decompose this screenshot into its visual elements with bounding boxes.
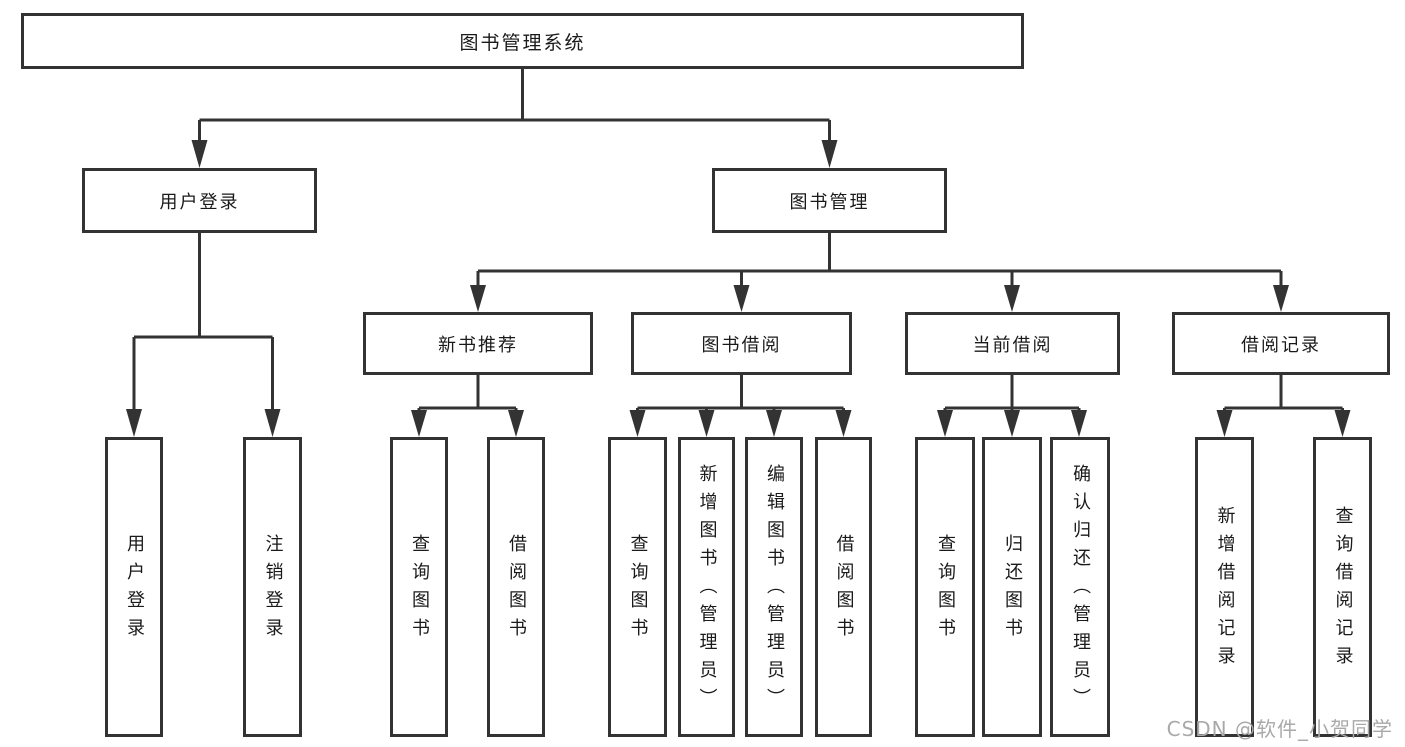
node-user-login: 用户登录: [82, 168, 317, 233]
leaf-newbooks-borrow-book: 借阅图书: [487, 437, 545, 737]
node-root: 图书管理系统: [21, 13, 1024, 69]
leaf-user-login: 用户登录: [105, 437, 163, 737]
node-book-management: 图书管理: [712, 168, 947, 233]
leaf-current-return-book: 归还图书: [982, 437, 1042, 737]
leaf-borrow-query-book: 查询图书: [608, 437, 667, 737]
leaf-records-add-record: 新增借阅记录: [1195, 437, 1254, 737]
watermark-csdn: CSDN @软件_小贺同学: [1166, 717, 1393, 741]
leaf-borrow-add-book-admin: 新增图书（管理员）: [678, 437, 735, 737]
leaf-borrow-borrow-book: 借阅图书: [815, 437, 872, 737]
leaf-borrow-edit-book-admin: 编辑图书（管理员）: [745, 437, 803, 737]
node-current-borrow: 当前借阅: [905, 312, 1120, 375]
node-borrow-records: 借阅记录: [1172, 312, 1390, 375]
leaf-current-query-book: 查询图书: [915, 437, 975, 737]
node-new-book-recommend: 新书推荐: [363, 312, 593, 375]
leaf-current-confirm-return-admin: 确认归还（管理员）: [1050, 437, 1110, 737]
leaf-logout: 注销登录: [243, 437, 302, 737]
arrowhead-icons: [126, 140, 1351, 437]
leaf-records-query-record: 查询借阅记录: [1313, 437, 1372, 737]
leaf-newbooks-query-book: 查询图书: [390, 437, 448, 737]
node-book-borrow: 图书借阅: [631, 312, 852, 375]
